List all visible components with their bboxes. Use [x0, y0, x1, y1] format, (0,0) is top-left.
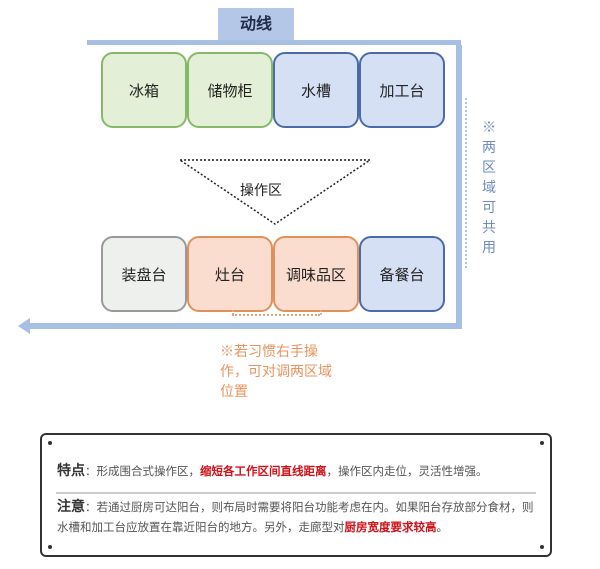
zone-plating: 装盘台 — [101, 236, 187, 312]
note-post: 。 — [436, 520, 449, 534]
note-pre: ：若通过厨房可达阳台，则布局时需要将阳台功能考虑在内。如果阳台存放部分食材，则水… — [57, 500, 534, 534]
flow-line-bottom — [30, 323, 462, 329]
zone-seasoning: 调味品区 — [273, 236, 359, 312]
corner-dot — [48, 441, 52, 445]
swap-bracket-left — [232, 310, 234, 315]
info-box: 特点：形成围合式操作区，缩短各工作区间直线距离，操作区内走位，灵活性增强。 注意… — [40, 433, 552, 557]
feature-text: 特点：形成围合式操作区，缩短各工作区间直线距离，操作区内走位，灵活性增强。 — [57, 460, 488, 480]
zone-label: 储物柜 — [207, 81, 253, 100]
zone-fridge: 冰箱 — [101, 52, 187, 128]
zone-sink: 水槽 — [273, 52, 359, 128]
swap-bracket — [232, 314, 320, 318]
flow-line-top — [87, 40, 461, 45]
flow-line-right — [456, 45, 462, 329]
swap-bracket-right — [320, 310, 322, 315]
feature-pre: ：形成围合式操作区， — [85, 464, 200, 478]
feature-post: ，操作区内走位，灵活性增强。 — [326, 464, 488, 478]
zone-label: 冰箱 — [128, 81, 159, 100]
zone-label: 装盘台 — [121, 265, 167, 284]
corner-dot — [540, 441, 544, 445]
work-zone-label: 操作区 — [240, 183, 282, 199]
divider — [56, 492, 536, 494]
zone-storage: 储物柜 — [187, 52, 273, 128]
zone-stove: 灶台 — [187, 236, 273, 312]
feature-label: 特点 — [57, 463, 85, 479]
zone-label: 水槽 — [300, 81, 331, 100]
shared-bracket — [465, 98, 469, 268]
zone-label: 灶台 — [214, 265, 245, 284]
note-text: 注意：若通过厨房可达阳台，则布局时需要将阳台功能考虑在内。如果阳台存放部分食材，… — [57, 497, 537, 537]
zone-serving: 备餐台 — [359, 236, 445, 312]
shared-note: ※两区域可共用 — [482, 120, 496, 256]
feature-highlight: 缩短各工作区间直线距离 — [200, 464, 327, 478]
arrow-left-icon — [18, 318, 30, 334]
work-triangle-icon — [178, 159, 373, 225]
zone-label: 备餐台 — [379, 265, 425, 284]
diagram-title: 动线 — [218, 8, 294, 40]
zone-label: 调味品区 — [285, 265, 346, 284]
swap-note: ※若习惯右手操作，可对调两区域位置 — [220, 344, 332, 400]
zone-prep: 加工台 — [359, 52, 445, 128]
note-label: 注意 — [57, 499, 85, 515]
zone-label: 加工台 — [379, 81, 425, 100]
corner-dot — [540, 545, 544, 549]
corner-dot — [48, 545, 52, 549]
note-highlight: 厨房宽度要求较高 — [344, 520, 437, 534]
